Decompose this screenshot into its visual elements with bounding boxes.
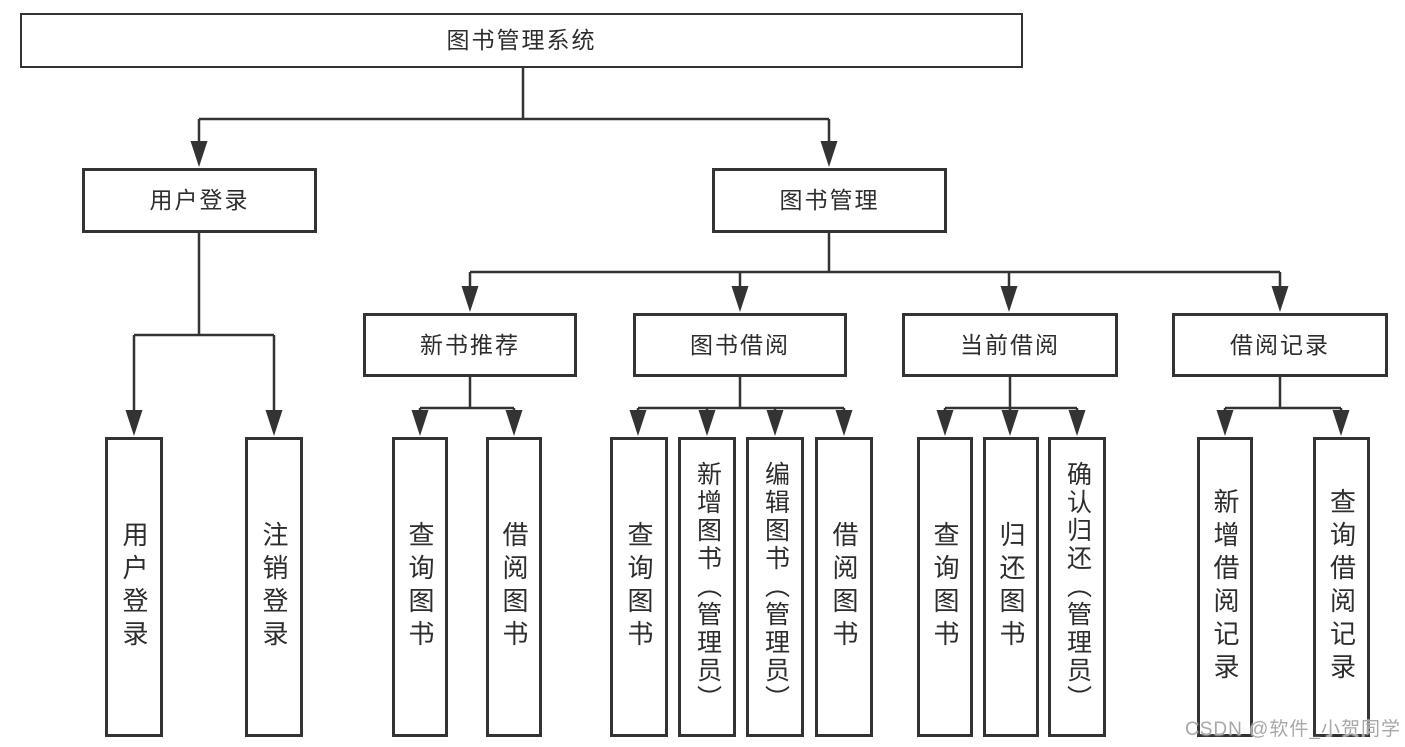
node-current-borrowing: 当前借阅	[902, 313, 1118, 377]
leaf-add-book-admin-label: 新增图书（管理员）	[693, 461, 722, 713]
leaf-query-books-recommend: 查询图书	[392, 437, 448, 737]
leaf-borrow-books-recommend-label: 借阅图书	[499, 521, 529, 653]
leaf-user-login-label: 用户登录	[119, 521, 149, 653]
leaf-add-book-admin: 新增图书（管理员）	[678, 437, 736, 737]
leaf-borrow-books-borrowing-label: 借阅图书	[829, 521, 859, 653]
leaf-query-books-current-label: 查询图书	[930, 521, 960, 653]
leaf-return-book-label: 归还图书	[996, 521, 1026, 653]
leaf-query-books-borrowing: 查询图书	[610, 437, 668, 737]
node-book-management: 图书管理	[712, 168, 947, 233]
node-new-book-recommend: 新书推荐	[363, 313, 577, 377]
leaf-add-borrow-record-label: 新增借阅记录	[1210, 488, 1240, 686]
leaf-borrow-books-recommend: 借阅图书	[486, 437, 542, 737]
leaf-return-book: 归还图书	[983, 437, 1039, 737]
leaf-query-borrow-record: 查询借阅记录	[1313, 437, 1370, 737]
leaf-logout-label: 注销登录	[259, 521, 289, 653]
leaf-user-login: 用户登录	[105, 437, 163, 737]
leaf-confirm-return-admin: 确认归还（管理员）	[1048, 437, 1106, 737]
leaf-query-books-recommend-label: 查询图书	[405, 521, 435, 653]
leaf-query-borrow-record-label: 查询借阅记录	[1326, 488, 1357, 686]
leaf-confirm-return-admin-label: 确认归还（管理员）	[1063, 461, 1092, 713]
leaf-edit-book-admin: 编辑图书（管理员）	[746, 437, 804, 737]
csdn-watermark: CSDN @软件_小贺同学	[1185, 719, 1401, 740]
leaf-borrow-books-borrowing: 借阅图书	[815, 437, 873, 737]
leaf-add-borrow-record: 新增借阅记录	[1197, 437, 1253, 737]
leaf-edit-book-admin-label: 编辑图书（管理员）	[761, 461, 790, 713]
node-user-login: 用户登录	[82, 168, 317, 233]
leaf-logout: 注销登录	[245, 437, 303, 737]
leaf-query-books-current: 查询图书	[917, 437, 973, 737]
arrowheads	[125, 141, 1350, 436]
node-borrowing-records: 借阅记录	[1172, 313, 1388, 377]
node-library-system: 图书管理系统	[20, 13, 1023, 68]
node-book-borrowing: 图书借阅	[633, 313, 847, 377]
leaf-query-books-borrowing-label: 查询图书	[624, 521, 654, 653]
